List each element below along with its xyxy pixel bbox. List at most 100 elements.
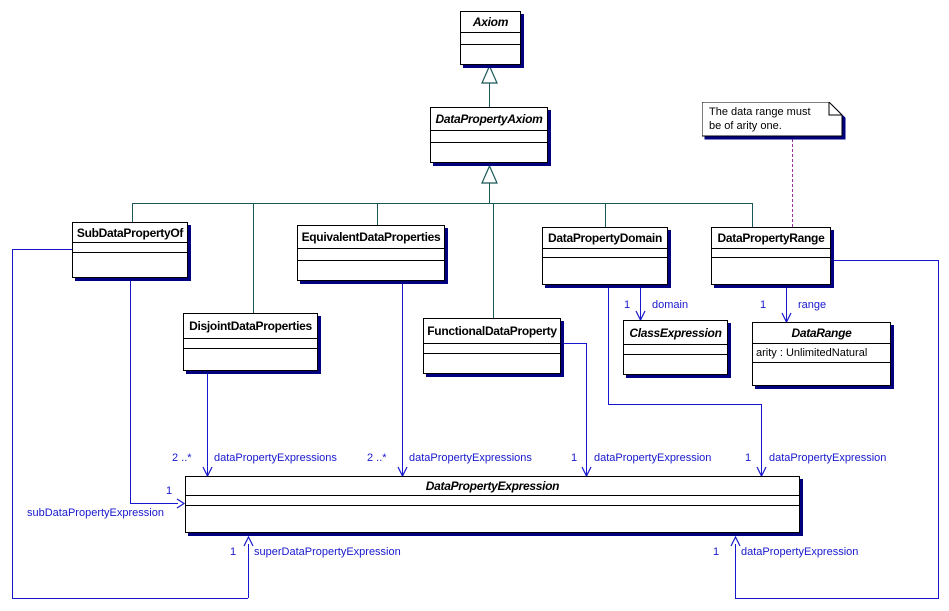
generalization-line — [132, 203, 133, 222]
uml-note[interactable] — [702, 102, 848, 143]
class-title: ClassExpression — [624, 321, 727, 345]
role-label: range — [798, 299, 827, 311]
class-box-functional-data-property[interactable]: FunctionalDataProperty — [423, 318, 561, 374]
role-label: dataPropertyExpression — [594, 452, 712, 464]
class-attributes — [712, 249, 830, 258]
class-operations — [186, 506, 799, 532]
class-box-axiom[interactable]: Axiom — [460, 11, 521, 65]
multiplicity-label: 1 — [230, 546, 237, 558]
class-box-data-property-range[interactable]: DataPropertyRange — [711, 227, 831, 285]
role-label: dataPropertyExpressions — [409, 452, 532, 464]
multiplicity-label: 1 — [713, 546, 720, 558]
association-line-equivalent — [402, 281, 403, 476]
open-arrowhead-icon — [243, 536, 254, 547]
association-line-domain-expression — [608, 404, 762, 405]
class-attributes: arity : UnlimitedNatural — [753, 344, 890, 363]
multiplicity-label: 2 ..* — [367, 452, 387, 464]
multiplicity-label: 1 — [624, 299, 631, 311]
class-attributes — [184, 339, 317, 349]
role-label: dataPropertyExpression — [741, 546, 859, 558]
association-line-functional — [586, 343, 587, 476]
note-text-line2: be of arity one. — [709, 120, 782, 132]
open-arrowhead-icon — [176, 498, 186, 509]
multiplicity-label: 1 — [745, 452, 752, 464]
class-title: SubDataPropertyOf — [73, 223, 187, 243]
multiplicity-label: 1 — [760, 299, 767, 311]
class-box-data-range[interactable]: DataRange arity : UnlimitedNatural — [752, 322, 891, 386]
role-label: subDataPropertyExpression — [27, 507, 164, 519]
class-box-sub-data-property-of[interactable]: SubDataPropertyOf — [72, 222, 188, 278]
association-line-sub — [130, 503, 178, 504]
class-box-data-property-domain[interactable]: DataPropertyDomain — [542, 227, 668, 285]
class-attributes — [431, 131, 547, 143]
role-label: dataPropertyExpression — [769, 452, 887, 464]
class-attributes — [298, 249, 444, 261]
class-operations — [424, 354, 560, 373]
class-title: DataPropertyExpression — [186, 477, 799, 496]
class-title: Axiom — [461, 12, 520, 33]
note-text-line1: The data range must — [709, 106, 811, 118]
generalization-line — [489, 83, 490, 107]
role-label: domain — [652, 299, 689, 311]
association-line-range-expression — [735, 598, 938, 599]
multiplicity-label: 1 — [166, 485, 173, 497]
multiplicity-label: 2 ..* — [172, 452, 192, 464]
class-title: EquivalentDataProperties — [298, 226, 444, 249]
generalization-arrowhead-icon — [481, 65, 498, 84]
role-label: superDataPropertyExpression — [254, 546, 401, 558]
association-line-functional — [561, 343, 587, 344]
class-operations — [184, 349, 317, 370]
association-line-sub — [130, 278, 131, 503]
class-attributes — [543, 249, 667, 258]
class-title: DataPropertyAxiom — [431, 108, 547, 131]
class-box-class-expression[interactable]: ClassExpression — [623, 320, 728, 375]
note-body — [702, 102, 843, 137]
association-line-range-expression — [735, 544, 736, 598]
association-line-domain — [640, 285, 641, 320]
class-title: DataPropertyDomain — [543, 228, 667, 249]
class-attributes — [624, 345, 727, 355]
association-line-super — [12, 249, 13, 598]
class-operations — [712, 258, 830, 284]
class-operations — [298, 261, 444, 280]
generalization-line — [752, 203, 753, 227]
multiplicity-label: 1 — [571, 452, 578, 464]
generalization-arrowhead-icon — [481, 165, 498, 184]
class-attributes — [461, 33, 520, 45]
class-attributes — [186, 496, 799, 506]
class-title: DisjointDataProperties — [184, 314, 317, 339]
class-operations — [624, 355, 727, 374]
class-operations — [543, 258, 667, 284]
role-label: dataPropertyExpressions — [214, 452, 337, 464]
class-operations — [753, 363, 890, 385]
class-operations — [73, 253, 187, 277]
class-box-disjoint-data-properties[interactable]: DisjointDataProperties — [183, 313, 318, 371]
association-line-domain-expression — [761, 404, 762, 476]
generalization-line — [605, 203, 606, 227]
class-operations — [461, 45, 520, 64]
note-fold-icon — [828, 102, 842, 116]
class-title: FunctionalDataProperty — [424, 319, 560, 344]
class-box-data-property-expression[interactable]: DataPropertyExpression — [185, 476, 800, 533]
class-operations — [431, 143, 547, 162]
note-link-line — [792, 139, 793, 227]
association-line-range-expression — [938, 260, 939, 599]
generalization-line — [489, 183, 490, 203]
class-box-data-property-axiom[interactable]: DataPropertyAxiom — [430, 107, 548, 163]
association-line-super — [12, 598, 248, 599]
generalization-line — [253, 203, 254, 313]
association-line-disjoint — [207, 371, 208, 476]
generalization-bus-line — [132, 203, 753, 204]
attribute-arity: arity : UnlimitedNatural — [756, 347, 868, 359]
association-line-super — [12, 249, 72, 250]
class-box-equivalent-data-properties[interactable]: EquivalentDataProperties — [297, 225, 445, 281]
class-attributes — [73, 243, 187, 253]
association-line-domain-expression — [608, 285, 609, 405]
class-title: DataRange — [753, 323, 890, 344]
class-attributes — [424, 344, 560, 354]
class-title: DataPropertyRange — [712, 228, 830, 249]
association-line-range-expression — [831, 260, 938, 261]
association-line-super — [248, 544, 249, 598]
generalization-line — [493, 203, 494, 318]
